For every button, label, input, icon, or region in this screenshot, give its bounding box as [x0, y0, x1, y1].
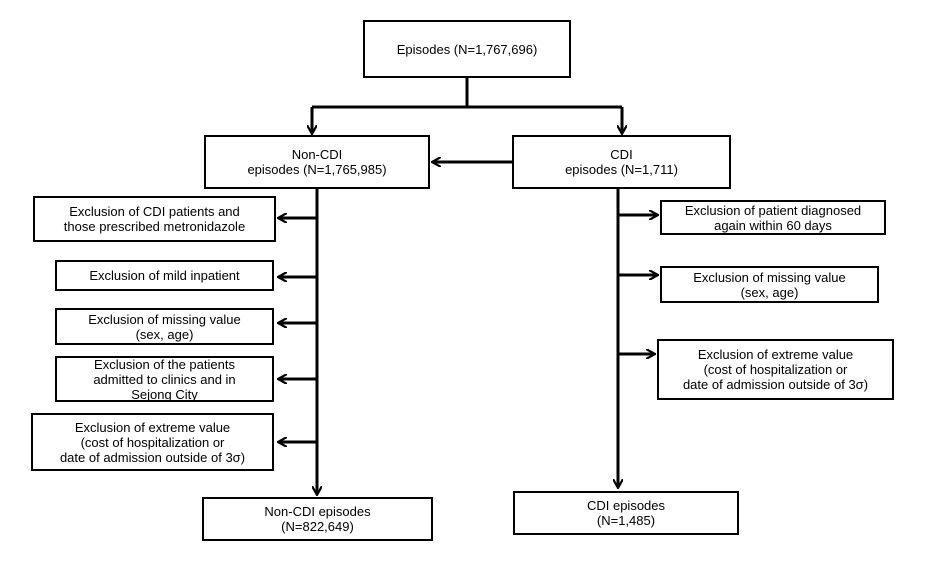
node-non-cdi-final: Non-CDI episodes (N=822,649) — [202, 497, 433, 541]
node-excl-cdi-metronidazole: Exclusion of CDI patients and those pres… — [33, 196, 276, 242]
node-excl-extreme-left: Exclusion of extreme value (cost of hosp… — [31, 413, 274, 471]
node-cdi: CDI episodes (N=1,711) — [512, 135, 731, 189]
node-cdi-final: CDI episodes (N=1,485) — [513, 491, 739, 535]
node-excl-diagnosed-again: Exclusion of patient diagnosed again wit… — [660, 200, 886, 235]
node-episodes: Episodes (N=1,767,696) — [363, 20, 571, 78]
node-excl-missing-left: Exclusion of missing value (sex, age) — [55, 308, 274, 345]
node-non-cdi: Non-CDI episodes (N=1,765,985) — [204, 135, 430, 189]
node-excl-missing-right: Exclusion of missing value (sex, age) — [660, 266, 879, 303]
node-excl-mild-inpatient: Exclusion of mild inpatient — [55, 260, 274, 291]
node-excl-extreme-right: Exclusion of extreme value (cost of hosp… — [657, 339, 894, 400]
node-excl-clinics-sejong: Exclusion of the patients admitted to cl… — [55, 356, 274, 402]
